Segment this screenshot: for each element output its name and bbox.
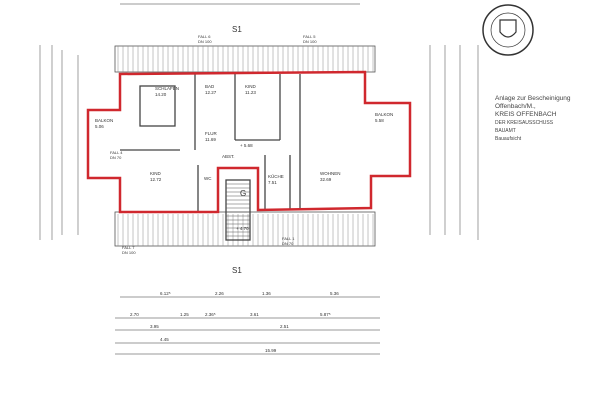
level-upper: + 5.68 xyxy=(240,143,253,148)
room-area: 14.20 xyxy=(155,92,167,97)
note-line: Offenbach/M., xyxy=(495,103,536,110)
note-line: BAUAMT xyxy=(495,128,516,134)
downpipe-dn: DN 100 xyxy=(303,39,317,44)
room-area: 11.69 xyxy=(205,137,216,142)
room-label: BAD xyxy=(205,84,215,89)
section-marker-bottom: S1 xyxy=(232,266,242,275)
dimension-label: 2.26 xyxy=(215,291,224,296)
dimension-label: 2.70 xyxy=(130,312,139,317)
room-label: WC xyxy=(204,176,212,181)
downpipe-dn: DN 100 xyxy=(198,39,212,44)
dimension-label: 1.25 xyxy=(180,312,189,317)
note-line: Anlage zur Bescheinigung xyxy=(495,95,571,102)
room-area: 11.23 xyxy=(245,90,256,95)
official-stamp xyxy=(482,4,534,56)
downpipe-label: FALL 4 xyxy=(110,150,123,155)
downpipe-label: FALL 1 xyxy=(282,236,295,241)
room-area: 5.06 xyxy=(95,124,104,129)
room-area: 12.27 xyxy=(205,90,217,95)
dimension-label: 15.99 xyxy=(265,348,277,353)
room-label: KIND xyxy=(150,171,162,176)
dimension-label: 2.36⁵ xyxy=(205,312,216,317)
dimension-label: 5.87⁵ xyxy=(320,312,331,317)
room-label: KÜCHE xyxy=(268,173,284,179)
note-line: Bauaufsicht xyxy=(495,136,522,142)
dimension-label: 3.61 xyxy=(250,312,259,317)
downpipe-dn: DN 100 xyxy=(122,250,136,255)
dimension-label: 5.36 xyxy=(330,291,339,296)
coat-of-arms-icon xyxy=(499,19,517,38)
note-line: KREIS OFFENBACH xyxy=(495,111,557,118)
room-area: 7.51 xyxy=(268,180,277,185)
dimension-lines xyxy=(39,3,479,355)
downpipe-label: FALL 7 xyxy=(122,245,135,250)
room-label: KIND xyxy=(245,84,257,89)
room-area: 12.72 xyxy=(150,177,162,182)
level-lower: + 4.70 xyxy=(236,226,249,231)
downpipe-dn: DN 70 xyxy=(282,241,294,246)
room-label: BALKON xyxy=(375,112,393,117)
approval-note: Anlage zur Bescheinigung Offenbach/M., K… xyxy=(495,95,571,143)
note-line: DER KREISAUSSCHUSS xyxy=(495,120,554,126)
room-label: WOHNEN xyxy=(320,171,341,176)
dimension-label: 2.51 xyxy=(280,324,289,329)
dimension-label: 1.36 xyxy=(262,291,271,296)
room-label: FLUR xyxy=(205,131,218,136)
room-area: 5.58 xyxy=(375,118,384,123)
dimension-label: 6.12⁵ xyxy=(160,291,171,296)
dimension-label: 4.45 xyxy=(160,337,169,342)
room-area: 32.69 xyxy=(320,177,332,182)
walls xyxy=(120,74,301,241)
downpipe-dn: DN 70 xyxy=(110,155,122,160)
stair-label: G xyxy=(240,189,246,198)
downpipe-label: FALL 6 xyxy=(198,34,211,39)
room-label: SCHLAFEN xyxy=(155,86,179,91)
downpipe-label: FALL 5 xyxy=(303,34,316,39)
unit-outline xyxy=(86,70,412,214)
room-label: BALKON xyxy=(95,118,113,123)
section-marker-top: S1 xyxy=(232,25,242,34)
room-label: ABST. xyxy=(222,154,235,159)
dimension-label: 3.95 xyxy=(150,324,159,329)
